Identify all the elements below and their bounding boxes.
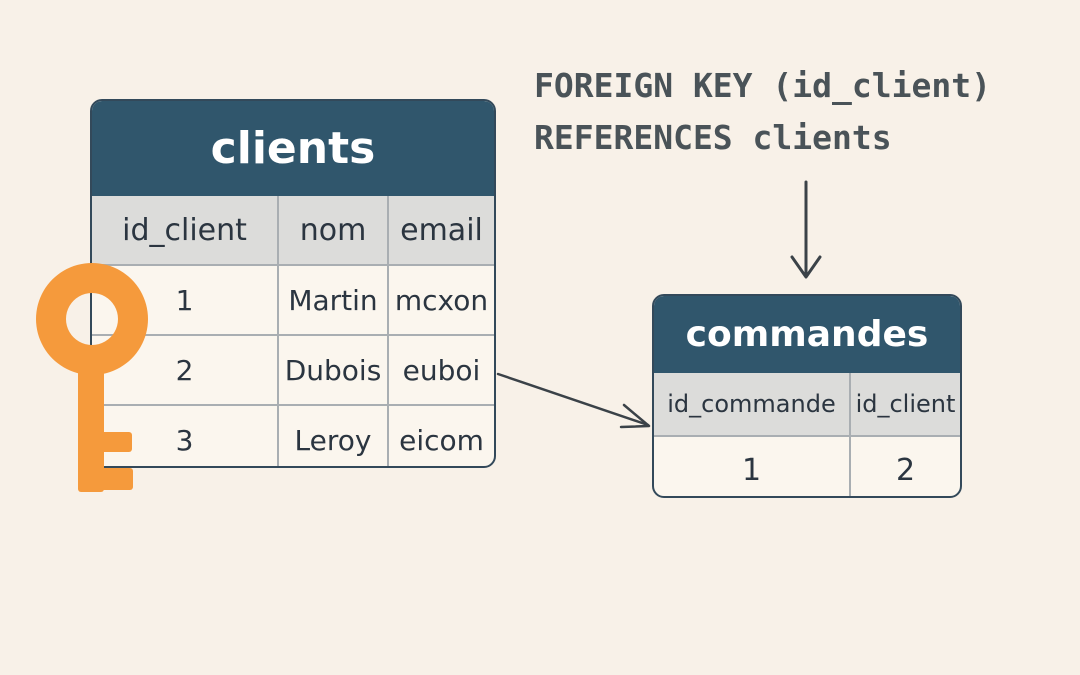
table-cell: euboi (388, 334, 494, 405)
column-header: id_client (850, 373, 960, 436)
commandes-table-title: commandes (654, 296, 960, 373)
down-arrow-icon (790, 180, 822, 279)
commandes-table: commandes id_commande id_client 1 2 (652, 294, 962, 498)
table-cell: Martin (278, 264, 389, 335)
column-header: nom (278, 196, 389, 265)
annotation-line-1: FOREIGN KEY (id_client) (534, 66, 991, 105)
table-cell: Leroy (278, 404, 389, 466)
key-icon (36, 263, 149, 492)
foreign-key-annotation: FOREIGN KEY (id_client) REFERENCES clien… (534, 60, 991, 164)
commandes-grid: id_commande id_client 1 2 (654, 373, 960, 496)
column-header: id_client (92, 196, 279, 265)
table-cell: 2 (850, 435, 960, 496)
clients-header-row: id_client nom email (92, 196, 494, 265)
table-row: 3 Leroy eicom (92, 404, 494, 466)
annotation-line-2: REFERENCES clients (534, 118, 892, 157)
column-header: email (388, 196, 494, 265)
table-cell: eicom (388, 404, 494, 466)
table-cell: mcxon (388, 264, 494, 335)
table-cell: 1 (654, 435, 851, 496)
column-header: id_commande (654, 373, 851, 436)
commandes-header-row: id_commande id_client (654, 373, 960, 436)
clients-table-title: clients (92, 101, 494, 196)
relation-arrow-icon (496, 372, 651, 429)
table-cell: Dubois (278, 334, 389, 405)
table-row: 1 2 (654, 435, 960, 496)
